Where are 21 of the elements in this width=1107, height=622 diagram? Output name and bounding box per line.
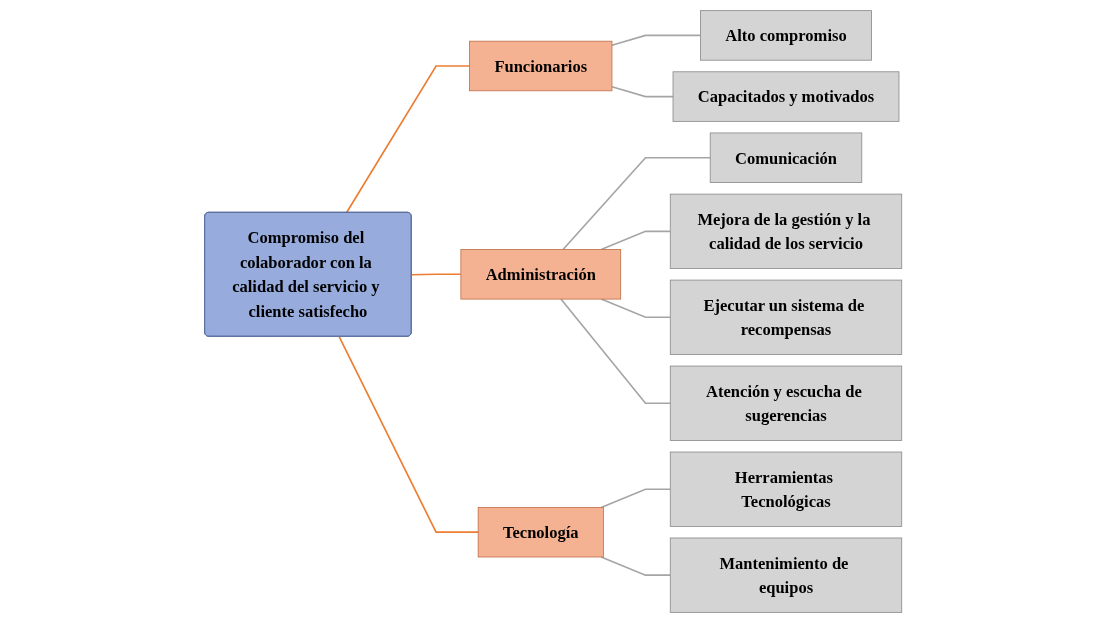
node-box	[700, 9, 873, 61]
node-box	[670, 279, 903, 355]
node-box	[710, 132, 863, 183]
node-box	[670, 451, 903, 527]
connector	[600, 297, 672, 318]
connector	[611, 34, 702, 46]
connector	[600, 555, 672, 576]
connector	[600, 230, 672, 250]
node-box	[478, 506, 605, 557]
connector	[562, 156, 712, 250]
connector	[611, 85, 675, 97]
node-box	[670, 365, 903, 441]
connector	[560, 297, 672, 404]
node-box	[670, 193, 903, 269]
node-box	[469, 40, 613, 91]
node-box	[672, 70, 900, 122]
node-box	[460, 248, 622, 299]
connector	[338, 335, 480, 533]
connector	[411, 272, 462, 276]
diagram: Compromiso del colaborador con la calidad del servicio y cliente satisfecho Funcionarios Administración Tecnología Alto compromiso Capacitados y motivados Comunicación Mejora de la gestión y la calidad de los servicio Ejecutar un sistema de recompensas Atención y escucha de sugerencias Herramientas Tecnológicas Mantenimiento de equipos	[198, 3, 909, 619]
node-box	[670, 537, 903, 613]
